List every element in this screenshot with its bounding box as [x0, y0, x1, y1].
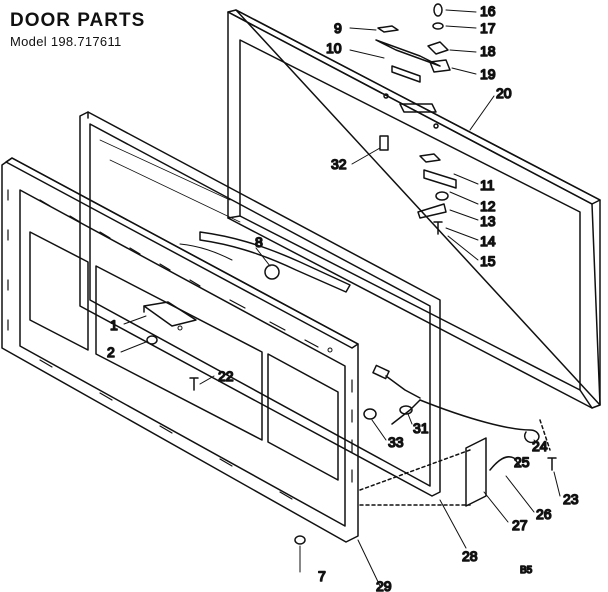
outer-door-frame — [227, 9, 601, 409]
callout-16: 16 — [480, 3, 496, 19]
callout-27: 27 — [512, 517, 528, 533]
diagram-code: B5 — [520, 565, 533, 576]
callout-11: 11 — [480, 177, 495, 193]
callout-28: 28 — [462, 548, 478, 564]
model-number: Model 198.717611 — [10, 34, 122, 49]
callout-2: 2 — [107, 344, 115, 360]
callout-leaders — [120, 9, 561, 587]
callout-13: 13 — [480, 213, 496, 229]
callout-10: 10 — [326, 40, 342, 56]
latch-assembly — [143, 301, 197, 345]
page-title: DOOR PARTS — [10, 10, 146, 31]
door-liner-frame — [79, 111, 441, 497]
callout-23: 23 — [563, 491, 579, 507]
hinge-assembly — [375, 3, 457, 235]
callout-31: 31 — [413, 420, 429, 436]
callout-20: 20 — [496, 85, 512, 101]
callout-14: 14 — [480, 233, 496, 249]
callout-18: 18 — [480, 43, 496, 59]
callout-26: 26 — [536, 506, 552, 522]
callout-24: 24 — [532, 438, 548, 454]
door-handle — [179, 231, 351, 293]
callout-1: 1 — [110, 317, 118, 333]
callout-22: 22 — [218, 368, 234, 384]
callout-8: 8 — [255, 234, 263, 250]
callout-29: 29 — [376, 578, 392, 592]
callout-9: 9 — [334, 20, 342, 36]
callout-17: 17 — [480, 20, 496, 36]
callout-25: 25 — [514, 454, 530, 470]
callout-12: 12 — [480, 198, 496, 214]
callout-7: 7 — [318, 568, 326, 584]
door-panel — [1, 157, 359, 543]
callout-15: 15 — [480, 253, 496, 269]
callout-19: 19 — [480, 66, 496, 82]
panel-screws — [189, 377, 306, 545]
door-switch-assembly — [363, 364, 421, 425]
callout-32: 32 — [331, 156, 347, 172]
lower-hinge-assembly — [359, 399, 557, 507]
callout-33: 33 — [388, 434, 404, 450]
